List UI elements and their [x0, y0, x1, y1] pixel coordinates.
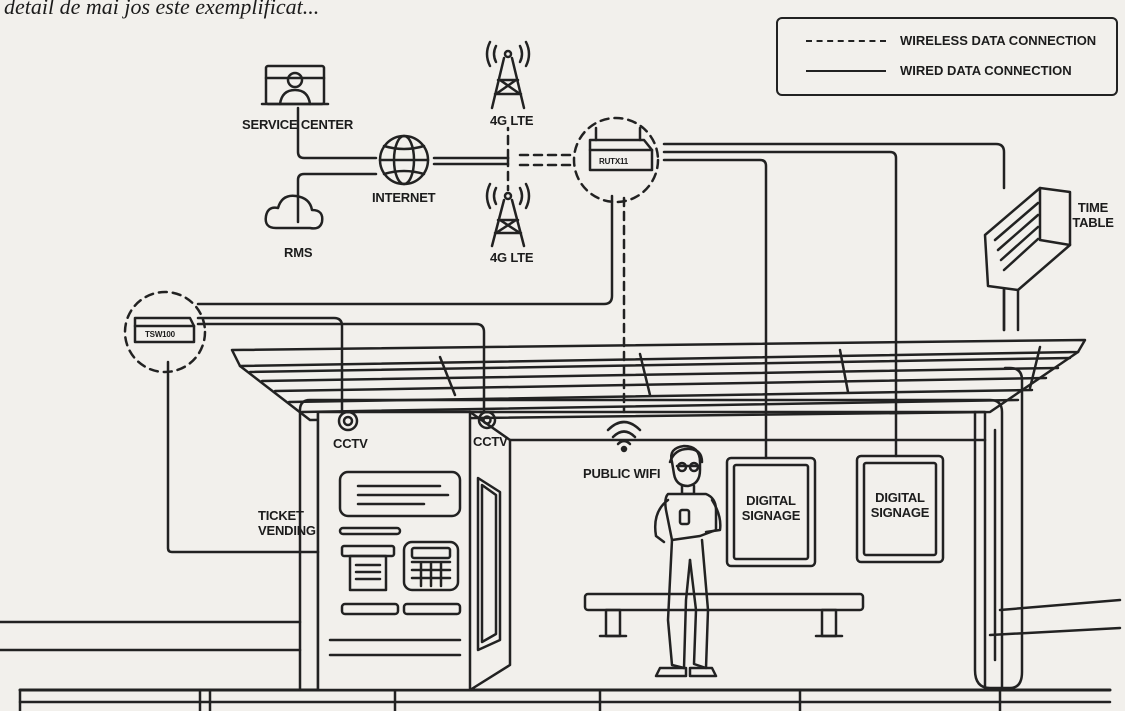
- legend-wired-label: WIRED DATA CONNECTION: [900, 63, 1072, 78]
- label-signage-2-line2: SIGNAGE: [870, 505, 930, 520]
- solid-line-sample: [806, 70, 886, 72]
- wireless-connections: [123, 116, 660, 414]
- label-internet: INTERNET: [372, 190, 436, 205]
- label-lte-bottom: 4G LTE: [490, 250, 534, 265]
- router-device-icon: [588, 126, 654, 172]
- label-public-wifi: PUBLIC WIFI: [583, 466, 661, 481]
- dashed-line-sample: [806, 40, 886, 42]
- timetable-sign: [983, 186, 1072, 332]
- globe-icon: [378, 134, 430, 186]
- label-ticket-line2: VENDING: [258, 523, 316, 538]
- digital-signage-2: [855, 454, 945, 564]
- ground: [0, 598, 1122, 711]
- label-signage-1: DIGITAL SIGNAGE: [734, 493, 808, 523]
- label-signage-1-line2: SIGNAGE: [741, 508, 801, 523]
- legend-wireless-label: WIRELESS DATA CONNECTION: [900, 33, 1097, 48]
- lte-tower-bottom-icon: [485, 182, 531, 248]
- wired-connections: [166, 106, 1006, 554]
- label-lte-top: 4G LTE: [490, 113, 534, 128]
- label-service-center: SERVICE CENTER: [242, 117, 354, 132]
- service-center-icon: [260, 64, 330, 106]
- caption-text: detail de mai jos este exemplificat...: [4, 0, 320, 19]
- legend-wired: WIRED DATA CONNECTION: [806, 61, 1106, 81]
- label-timetable: TIME TABLE: [1070, 200, 1116, 230]
- legend: WIRELESS DATA CONNECTION WIRED DATA CONN…: [776, 17, 1118, 96]
- label-timetable-line1: TIME: [1077, 200, 1109, 215]
- label-rms: RMS: [284, 245, 313, 260]
- switch-device-icon: [133, 316, 196, 344]
- label-cctv-left: CCTV: [333, 436, 368, 451]
- label-cctv-right: CCTV: [473, 434, 508, 449]
- digital-signage-1: [725, 456, 817, 568]
- bench: [583, 592, 865, 638]
- cloud-icon: [264, 194, 324, 230]
- legend-wireless: WIRELESS DATA CONNECTION: [806, 31, 1106, 51]
- label-timetable-line2: TABLE: [1072, 215, 1114, 230]
- cctv-right-icon: [477, 410, 497, 430]
- label-signage-2: DIGITAL SIGNAGE: [864, 490, 936, 520]
- label-signage-1-line1: DIGITAL: [746, 493, 796, 508]
- wifi-icon: [606, 420, 642, 453]
- label-ticket-vending: TICKET VENDING: [258, 508, 316, 538]
- label-signage-2-line1: DIGITAL: [875, 490, 925, 505]
- lte-tower-top-icon: [485, 40, 531, 110]
- shelter-roof: [230, 338, 1087, 422]
- person-figure: [654, 444, 722, 678]
- label-switch: TSW100: [145, 330, 175, 339]
- label-ticket-line1: TICKET: [258, 508, 304, 523]
- label-router: RUTX11: [599, 157, 629, 166]
- ticket-vending-machine: [316, 410, 512, 692]
